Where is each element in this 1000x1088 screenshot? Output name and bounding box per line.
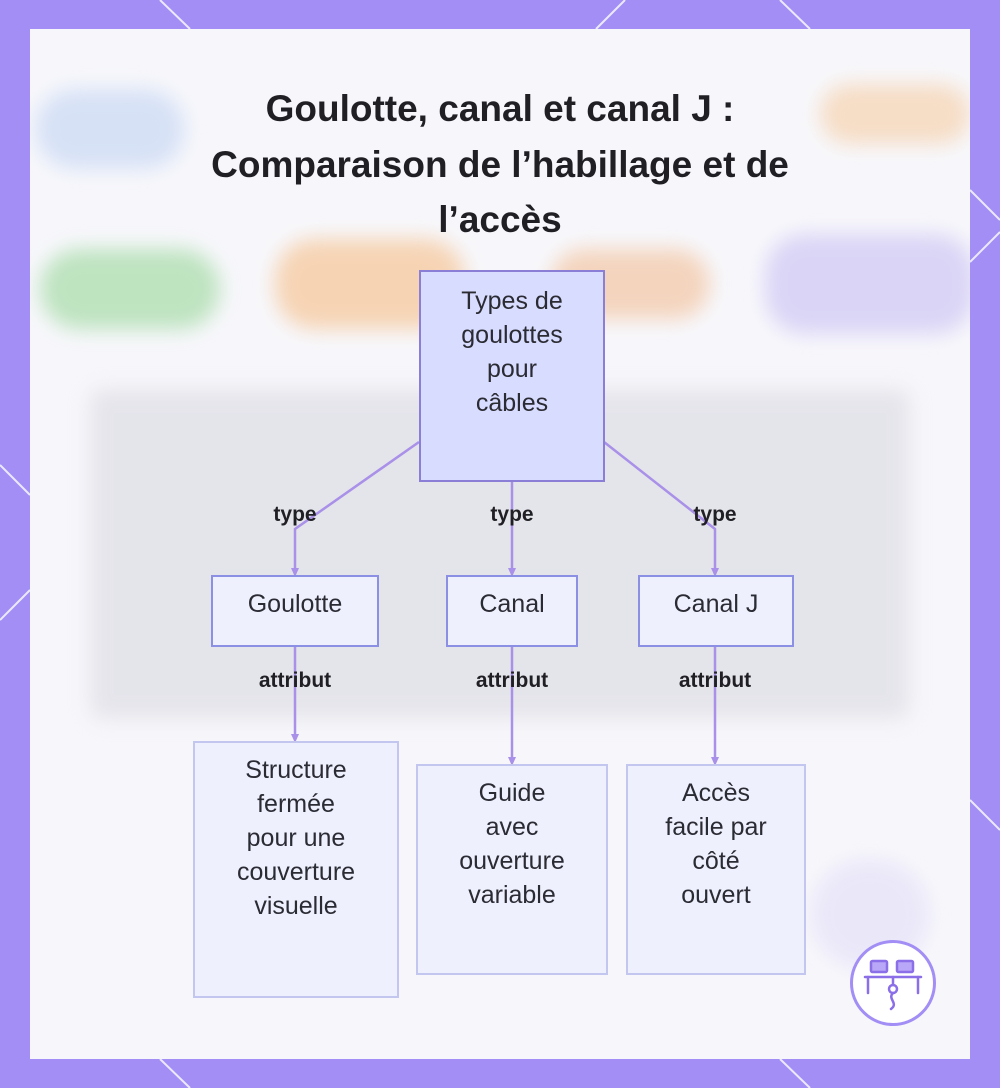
diagram-edges <box>291 440 719 766</box>
type-node-label: Canal J <box>673 590 759 618</box>
edge-label-attribut-canal-j: attribut <box>678 669 752 692</box>
page-title: Goulotte, canal et canal J : Comparaison… <box>30 81 970 248</box>
title-line-1: Goulotte, canal et canal J : <box>265 88 735 129</box>
type-node-canal: Canal <box>446 575 578 647</box>
type-node-canal-j: Canal J <box>638 575 794 647</box>
edge-root-canal-j <box>603 441 719 577</box>
edge-label-type-goulotte: type <box>273 503 317 526</box>
attribute-line: variable <box>468 881 556 909</box>
background-blur <box>765 234 970 334</box>
attribute-line: ouverture <box>459 847 565 875</box>
workstation-logo-icon <box>850 940 936 1026</box>
attribute-line: visuelle <box>254 892 338 920</box>
edge-root-goulotte <box>291 440 420 577</box>
attribute-line: Structure <box>245 756 347 784</box>
attribute-line: avec <box>485 813 539 841</box>
attribute-line: Guide <box>478 779 546 807</box>
edge-label-type-canal-j: type <box>693 503 737 526</box>
background-blur <box>35 89 185 169</box>
attribute-node-canal-j: Accès facile par côté ouvert <box>626 764 806 975</box>
title-line-2: Comparaison de l’habillage et de <box>211 143 789 185</box>
root-node-line: câbles <box>475 389 549 417</box>
background-blur <box>820 84 970 144</box>
edge-label-type-canal: type <box>490 503 534 526</box>
root-node-line: Types de <box>461 287 563 315</box>
cable-tray-diagram: Types de goulottes pour câbles type type… <box>30 29 970 1059</box>
workstation-logo-graphic <box>863 959 923 1011</box>
attribute-line: ouvert <box>681 881 751 909</box>
edge-label-attribut-goulotte: attribut <box>258 669 332 692</box>
attribute-line: pour une <box>246 824 346 852</box>
attribute-line: facile par <box>665 813 767 841</box>
attribute-node-goulotte: Structure fermée pour une couverture vis… <box>193 741 399 998</box>
attribute-line: fermée <box>257 790 335 818</box>
type-node-label: Goulotte <box>247 590 343 618</box>
type-node-label: Canal <box>479 590 545 618</box>
attribute-line: couverture <box>236 858 356 886</box>
edge-label-attribut-canal: attribut <box>475 669 549 692</box>
background-blur <box>40 249 220 329</box>
title-line-3: l’accès <box>438 199 562 240</box>
attribute-line: Accès <box>681 779 751 807</box>
attribute-node-canal: Guide avec ouverture variable <box>416 764 608 975</box>
content-card: Goulotte, canal et canal J : Comparaison… <box>30 29 970 1059</box>
attribute-line: côté <box>692 847 740 875</box>
root-node: Types de goulottes pour câbles <box>419 270 605 482</box>
root-node-line: pour <box>486 355 538 383</box>
root-node-line: goulottes <box>461 321 563 349</box>
type-node-goulotte: Goulotte <box>211 575 379 647</box>
